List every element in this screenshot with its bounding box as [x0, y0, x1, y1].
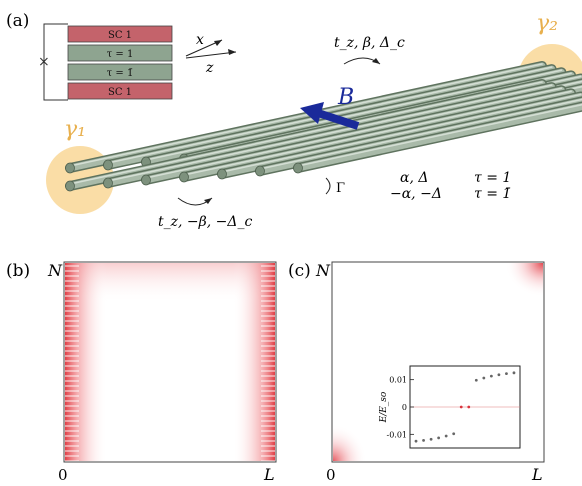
- onsite-label-2: −α, −Δ: [390, 186, 442, 202]
- inset-energy-point: [482, 376, 486, 380]
- gamma-label: Γ: [336, 181, 345, 196]
- nanowire-highlight: [145, 69, 563, 161]
- panel-c-corner-top-right: [505, 263, 543, 297]
- x-axis-label: x: [196, 32, 204, 48]
- inset-energy-point: [452, 432, 456, 436]
- gamma-arrow: [325, 177, 331, 195]
- nanowire-end: [65, 162, 75, 174]
- nanowire: [294, 103, 582, 172]
- stack-layer-label-2: τ = 1: [107, 49, 134, 60]
- field-label: B: [337, 85, 354, 110]
- inset-plot: 0.01 0 -0.01 E/E_so: [379, 365, 521, 449]
- z-axis-arrow: [185, 51, 237, 59]
- inset-zero-mode-point: [467, 405, 471, 409]
- z-axis-label: z: [205, 60, 214, 76]
- inset-energy-point: [489, 374, 493, 378]
- nanowire: [256, 97, 582, 175]
- nanowire-end: [141, 174, 151, 186]
- inset-y-axis-label: E/E_so: [379, 391, 389, 423]
- bottom-hopping-arrowhead: [204, 198, 212, 204]
- inset-energy-point: [437, 436, 441, 440]
- stack-layer-label-3: τ = 1̄: [107, 68, 134, 79]
- inset-energy-point: [414, 439, 418, 443]
- panel-c-x-left: 0: [326, 466, 336, 484]
- panel-c-x-right: L: [531, 465, 543, 484]
- inset-energy-point: [512, 371, 516, 375]
- nanowire-highlight: [69, 81, 543, 185]
- nanowire: [142, 68, 565, 166]
- nanowire-end: [65, 180, 75, 192]
- x-arrowhead: [214, 40, 222, 46]
- tau-label-2: τ = 1̄: [474, 186, 511, 202]
- panel-a-tag: (a): [6, 11, 29, 31]
- nanowire-end: [217, 168, 227, 180]
- axis-indicator: x z: [185, 32, 237, 76]
- top-hopping-arrowhead: [372, 58, 380, 64]
- inset-energy-point: [505, 372, 508, 376]
- junction-cross: ×: [38, 54, 50, 70]
- nanowire-end: [255, 165, 265, 177]
- majorana-label-1: γ₁: [64, 117, 86, 142]
- nanowire: [142, 86, 565, 184]
- tau-label-1: τ = 1: [474, 170, 511, 186]
- nanowire-array: [65, 61, 582, 192]
- bottom-hopping-label: t_z, −β, −Δ_c: [158, 214, 252, 230]
- stack-layer-label-1: SC 1: [108, 30, 132, 41]
- panel-b-x-right: L: [263, 465, 275, 484]
- panel-c-tag: (c): [288, 261, 311, 281]
- stack-layer-4: [67, 82, 173, 100]
- nanowire-highlight: [107, 84, 553, 182]
- panel-c-corner-bottom-left: [333, 424, 367, 461]
- inset-zero-mode-point: [459, 405, 463, 409]
- inset-energy-point: [422, 438, 425, 442]
- panel-b-y-label: N: [47, 261, 63, 280]
- panel-b-x-left: 0: [58, 466, 68, 484]
- nanowire-highlight: [297, 103, 582, 167]
- junction-stack: × SC 1 τ = 1 τ = 1̄ SC 1: [38, 23, 173, 101]
- nanowire: [218, 92, 582, 178]
- nanowire-end: [179, 171, 189, 183]
- nanowire-end: [103, 159, 113, 171]
- nanowire: [104, 83, 556, 187]
- nanowire-end: [293, 162, 303, 174]
- stack-layer-3: [67, 63, 173, 81]
- inset-energy-point: [444, 434, 448, 438]
- junction-lead: [43, 23, 68, 101]
- onsite-label-1: α, Δ: [400, 170, 428, 186]
- nanowire-highlight: [259, 98, 582, 170]
- nanowire-end: [103, 177, 113, 189]
- panel-c-y-label: N: [315, 261, 331, 280]
- nanowire-highlight: [183, 90, 572, 176]
- panel-b-right-stripes: [261, 263, 275, 461]
- panel-b-left-stripes: [65, 263, 79, 461]
- nanowire: [66, 80, 546, 190]
- inset-energy-point: [497, 373, 501, 377]
- inset-y-tick-label: -0.01: [386, 430, 407, 439]
- nanowire-highlight: [221, 93, 582, 173]
- inset-y-tick-label: 0.01: [389, 376, 407, 385]
- z-arrowhead: [228, 49, 236, 55]
- inset-y-tick-label: 0: [402, 403, 407, 412]
- stack-layer-1: [67, 25, 173, 43]
- stack-layer-label-4: SC 1: [108, 87, 132, 98]
- majorana-label-2: γ₂: [536, 11, 558, 36]
- panel-b-map: [63, 261, 277, 463]
- inset-energy-point: [474, 378, 478, 382]
- inset-energy-point: [429, 437, 433, 441]
- magnetic-field-arrow: [300, 102, 360, 130]
- top-hopping-label: t_z, β, Δ_c: [334, 35, 405, 51]
- nanowire-highlight: [145, 87, 563, 179]
- stack-layer-2: [67, 44, 173, 62]
- nanowire: [66, 62, 546, 172]
- nanowire: [180, 89, 575, 181]
- nanowire-highlight: [69, 63, 543, 167]
- panel-b-tag: (b): [6, 261, 30, 281]
